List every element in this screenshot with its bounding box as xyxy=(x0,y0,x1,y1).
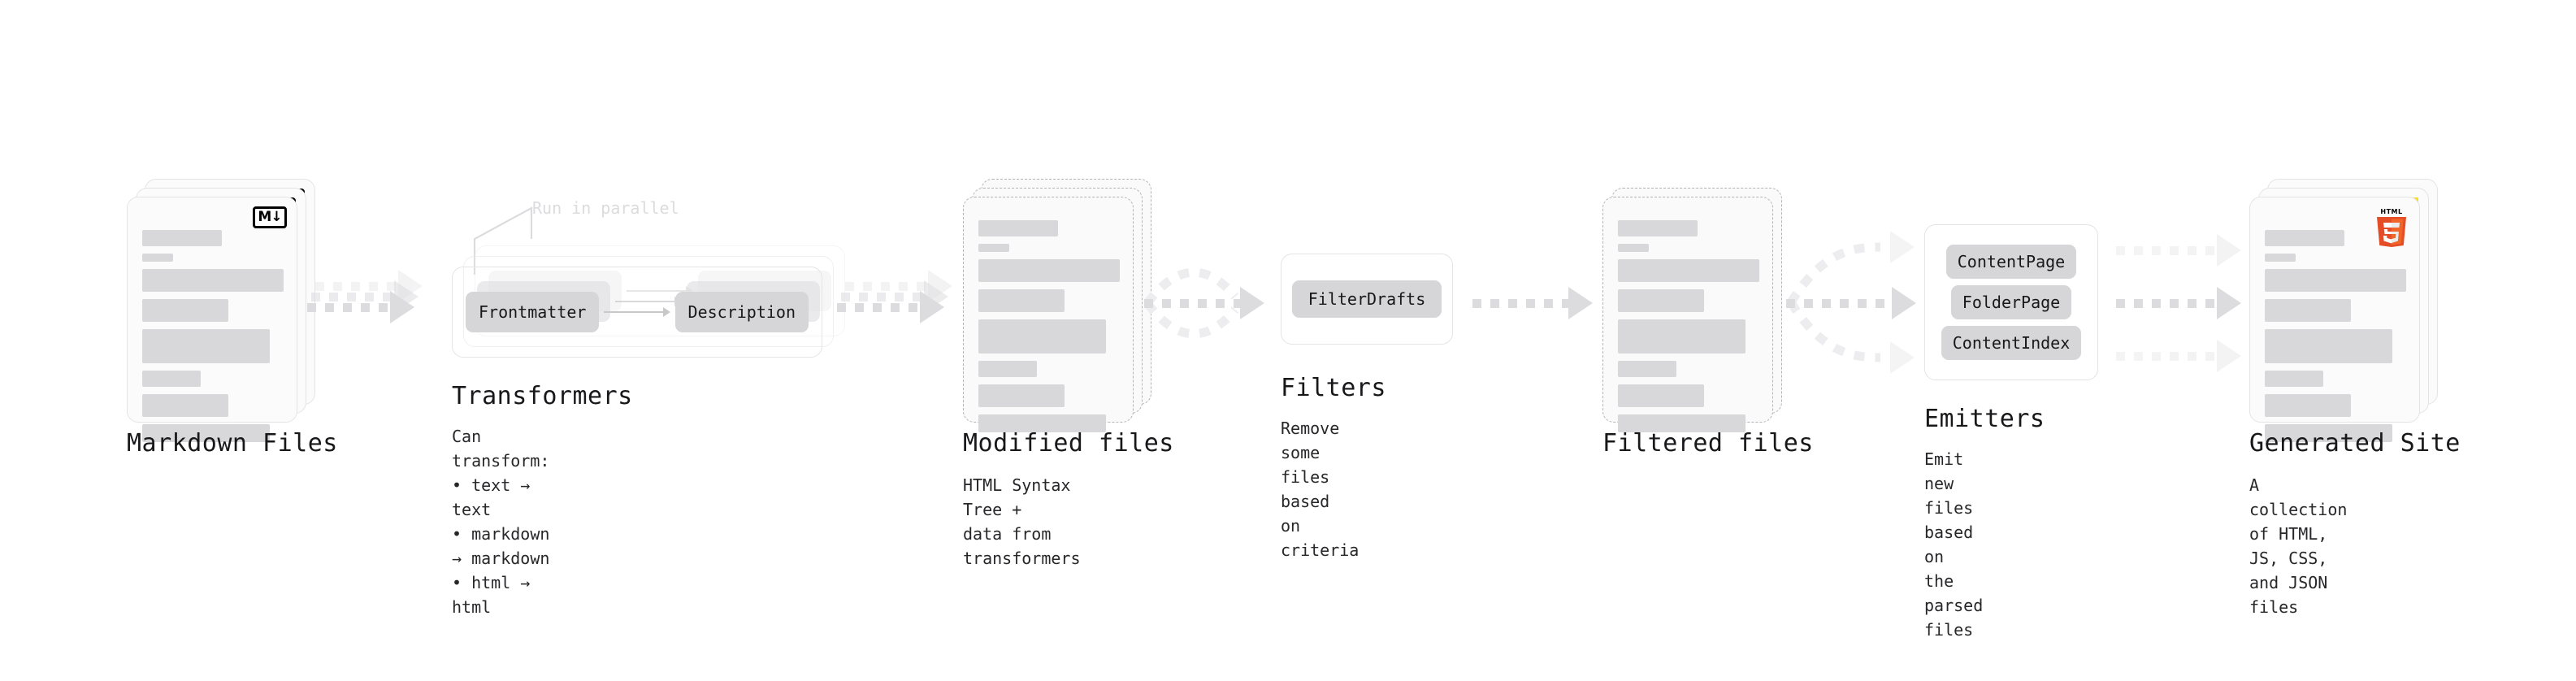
stage-desc-transformers: Can transform: • text → text • markdown … xyxy=(452,427,550,617)
document-skeleton xyxy=(1618,220,1759,440)
stage-desc-modified-files: HTML Syntax Tree + data from transformer… xyxy=(963,475,1081,568)
modified-file-stack xyxy=(963,179,1151,440)
emitter-pill-contentindex[interactable]: ContentIndex xyxy=(1941,326,2082,360)
transformer-pill-description[interactable]: Description xyxy=(674,292,809,332)
generated-card-html: HTML xyxy=(2249,197,2420,442)
arrow-emitters-to-site-bottom xyxy=(2116,340,2246,372)
arrow-modified-to-filters xyxy=(1144,287,1266,319)
arrow-filtered-to-emitters-top xyxy=(1876,231,1941,263)
html5-badge-icon: HTML xyxy=(2374,206,2409,247)
generated-site-stack: CSS HTML xyxy=(2249,179,2438,442)
arrow-filtered-to-emitters xyxy=(1786,287,1924,319)
arrow-emitters-to-site-top xyxy=(2116,234,2246,267)
markdown-card-front: M↓ xyxy=(127,197,297,442)
arrow-transformers-to-modified-1 xyxy=(837,291,944,323)
emitter-pill-folderpage[interactable]: FolderPage xyxy=(1950,285,2072,319)
parallel-bracket-icon xyxy=(473,206,533,275)
document-skeleton xyxy=(142,230,284,449)
stage-label-markdown-files: Markdown Files xyxy=(127,429,338,458)
stage-label-modified-files: Modified files xyxy=(963,429,1174,458)
arrow-filtered-to-emitters-bottom xyxy=(1876,341,1941,374)
filter-pill-filterdrafts[interactable]: FilterDrafts xyxy=(1291,280,1442,318)
document-skeleton xyxy=(2265,230,2406,449)
filtered-file-stack xyxy=(1602,188,1791,440)
stage-label-filtered-files: Filtered files xyxy=(1602,429,1814,458)
transformer-inner-arrow xyxy=(604,307,670,317)
filters-box: FilterDrafts xyxy=(1281,254,1453,345)
markdown-badge-icon: M↓ xyxy=(253,206,287,228)
filtered-card-front xyxy=(1602,197,1773,432)
modified-card-front xyxy=(963,197,1134,432)
transformer-pill-frontmatter[interactable]: Frontmatter xyxy=(466,292,600,332)
transformers-panel-stack: Frontmatter Description Frontmatter Desc… xyxy=(452,245,858,367)
stage-desc-emitters: Emit new files based on the parsed files xyxy=(1924,449,1984,640)
stage-desc-filters: Remove some files based on criteria xyxy=(1281,419,1360,560)
stage-desc-generated-site: A collection of HTML, JS, CSS, and JSON … xyxy=(2249,475,2348,617)
svg-text:HTML: HTML xyxy=(2380,208,2402,215)
markdown-file-stack: M↓ M↓ M↓ xyxy=(127,179,315,442)
transformer-panel-1: Frontmatter Description xyxy=(452,267,822,358)
arrow-markdown-to-transformers-1 xyxy=(307,291,414,323)
arrow-modified-to-filters-branches xyxy=(1144,267,1239,339)
arrow-filtered-to-emitters-branches xyxy=(1787,242,1881,362)
run-in-parallel-note: Run in parallel xyxy=(532,198,679,218)
stage-label-transformers: Transformers xyxy=(452,382,633,410)
emitter-pill-contentpage[interactable]: ContentPage xyxy=(1945,245,2077,279)
stage-label-generated-site: Generated Site xyxy=(2249,429,2461,458)
arrow-filters-to-filtered xyxy=(1472,287,1594,319)
emitters-box: ContentPage FolderPage ContentIndex xyxy=(1924,224,2098,380)
stage-label-emitters: Emitters xyxy=(1924,405,2045,433)
document-skeleton xyxy=(978,220,1120,440)
arrow-emitters-to-site-middle xyxy=(2116,287,2246,319)
stage-label-filters: Filters xyxy=(1281,374,1386,402)
